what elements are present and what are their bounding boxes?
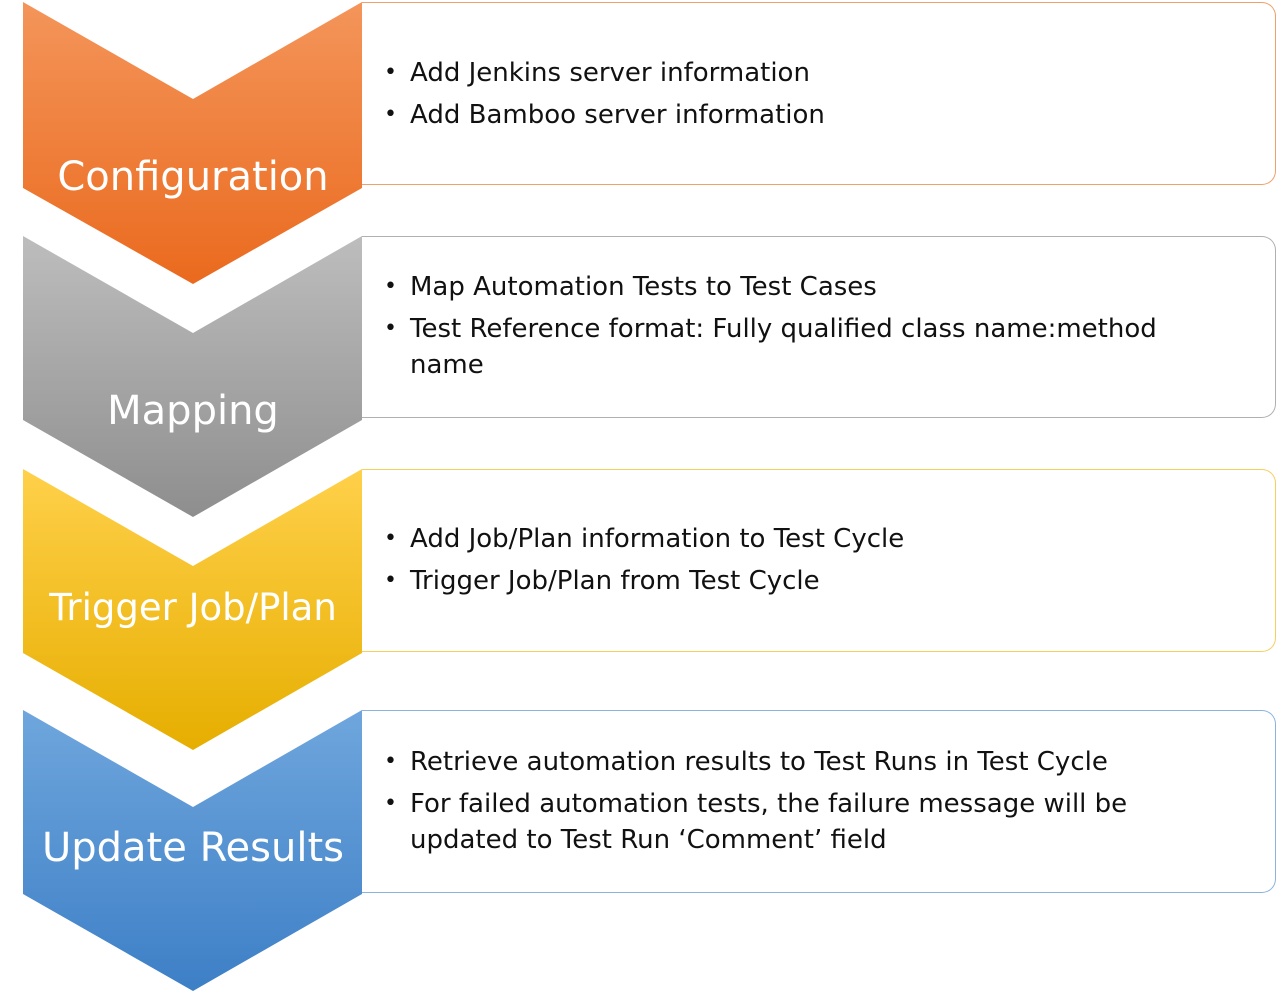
details-box-configuration: •Add Jenkins server information •Add Bam… — [362, 2, 1276, 185]
bullet-item: •Add Bamboo server information — [362, 97, 1275, 133]
bullet-icon: • — [384, 60, 397, 85]
bullet-item: •Map Automation Tests to Test Cases — [362, 269, 1275, 305]
bullet-item: •Test Reference format: Fully qualified … — [362, 311, 1275, 383]
chevron-trigger-job-plan — [23, 469, 362, 750]
bullet-icon: • — [384, 791, 397, 816]
details-box-mapping: •Map Automation Tests to Test Cases •Tes… — [362, 236, 1276, 418]
chevron-mapping — [23, 236, 362, 517]
step-label-mapping: Mapping — [107, 388, 279, 434]
bullet-icon: • — [384, 102, 397, 127]
step-label-configuration: Configuration — [57, 154, 329, 200]
details-box-trigger-job-plan: •Add Job/Plan information to Test Cycle … — [362, 469, 1276, 652]
bullet-icon: • — [384, 568, 397, 593]
bullet-icon: • — [384, 274, 397, 299]
bullet-item: •Add Job/Plan information to Test Cycle — [362, 521, 1275, 557]
bullet-item: •Trigger Job/Plan from Test Cycle — [362, 563, 1275, 599]
chevron-update-results — [23, 710, 362, 991]
bullet-item: •Add Jenkins server information — [362, 55, 1275, 91]
step-label-update-results: Update Results — [41, 825, 344, 871]
chevron-configuration — [23, 2, 362, 284]
bullet-icon: • — [384, 316, 397, 341]
step-label-trigger-job-plan: Trigger Job/Plan — [49, 586, 337, 629]
bullet-icon: • — [384, 749, 397, 774]
details-box-update-results: •Retrieve automation results to Test Run… — [362, 710, 1276, 893]
bullet-icon: • — [384, 526, 397, 551]
bullet-item: •For failed automation tests, the failur… — [362, 786, 1275, 858]
bullet-item: •Retrieve automation results to Test Run… — [362, 744, 1275, 780]
